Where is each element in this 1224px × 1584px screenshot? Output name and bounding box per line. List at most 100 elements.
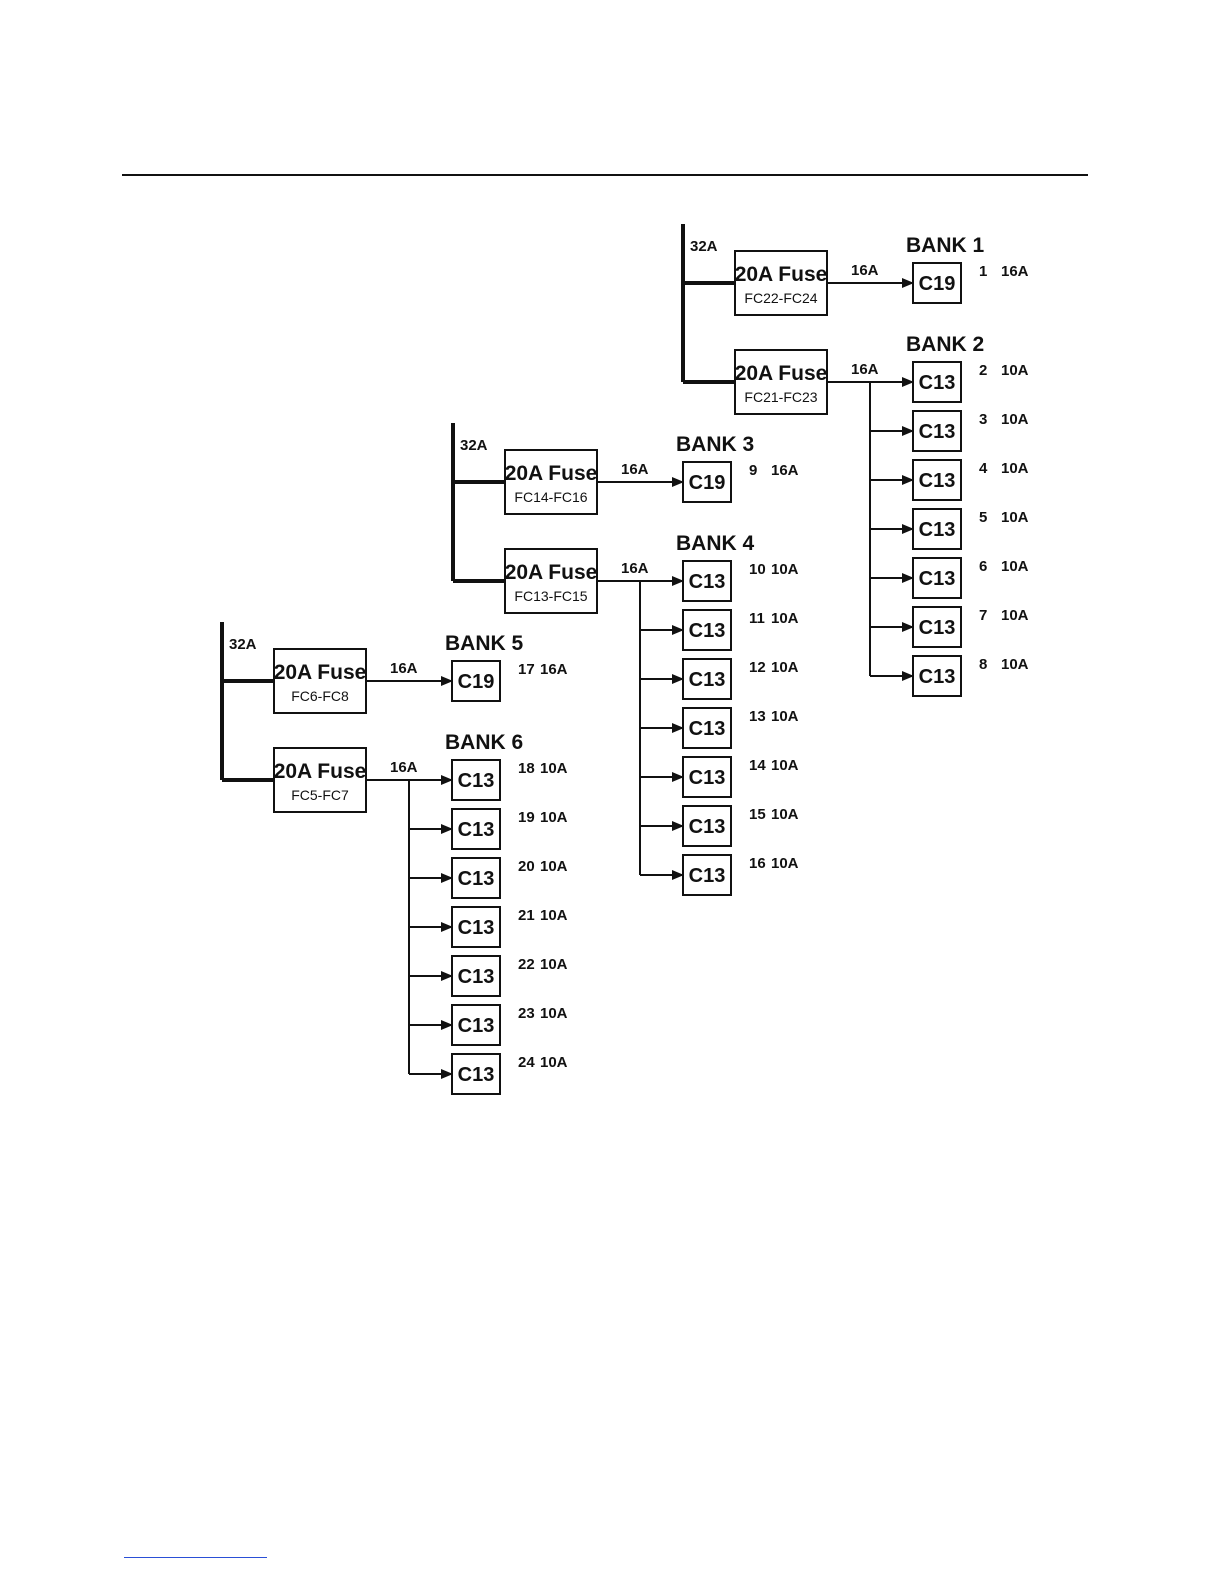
outlet-box: [682, 609, 732, 651]
outlet-rating-label: 10A: [1001, 607, 1029, 624]
input-rating-label: 32A: [690, 238, 718, 255]
outlet-box: [451, 660, 501, 702]
outlet-rating-label: 10A: [1001, 411, 1029, 428]
outlet-box: [912, 361, 962, 403]
outlet-number-label: 20: [518, 858, 535, 875]
fuse-label: 20A Fuse: [505, 462, 598, 485]
outlet-number-label: 24: [518, 1054, 535, 1071]
outlet-box: [912, 557, 962, 599]
outlet-rating-label: 10A: [540, 956, 568, 973]
outlet-box: [912, 606, 962, 648]
fuse-label: 20A Fuse: [735, 362, 828, 385]
bank-title: BANK 2: [906, 333, 984, 356]
bank-title: BANK 5: [445, 632, 523, 655]
outlet-type-label: C13: [689, 816, 726, 838]
outlet-box: [451, 1004, 501, 1046]
outlet-box: [912, 262, 962, 304]
outlet-number-label: 18: [518, 760, 535, 777]
outlet-type-label: C13: [919, 568, 956, 590]
outlet-box: [451, 759, 501, 801]
fuse-range-label: FC22-FC24: [744, 290, 817, 306]
footer-link-rule: [124, 1557, 267, 1558]
bank-title: BANK 6: [445, 731, 523, 754]
outlet-type-label: C13: [458, 1064, 495, 1086]
outlet-rating-label: 10A: [771, 659, 799, 676]
outlet-number-label: 21: [518, 907, 535, 924]
outlet-box: [682, 805, 732, 847]
outlet-number-label: 10: [749, 561, 766, 578]
outlet-type-label: C13: [919, 666, 956, 688]
outlet-rating-label: 16A: [540, 661, 568, 678]
outlet-type-label: C13: [458, 819, 495, 841]
outlet-number-label: 6: [979, 558, 987, 575]
outlet-number-label: 5: [979, 509, 987, 526]
outlet-type-label: C13: [458, 917, 495, 939]
outlet-rating-label: 10A: [1001, 509, 1029, 526]
fuse-label: 20A Fuse: [505, 561, 598, 584]
input-rating-label: 32A: [460, 437, 488, 454]
outlet-number-label: 23: [518, 1005, 535, 1022]
outlet-type-label: C13: [689, 767, 726, 789]
outlet-box: [451, 808, 501, 850]
bank-title: BANK 1: [906, 234, 984, 257]
fuse-box: [734, 250, 828, 316]
outlet-type-label: C13: [458, 966, 495, 988]
outlet-type-label: C13: [458, 1015, 495, 1037]
outlet-rating-label: 10A: [1001, 362, 1029, 379]
outlet-box: [682, 560, 732, 602]
outlet-box: [682, 461, 732, 503]
fuse-box: [273, 747, 367, 813]
outlet-box: [682, 707, 732, 749]
outlet-box: [451, 906, 501, 948]
outlet-rating-label: 10A: [540, 809, 568, 826]
fuse-label: 20A Fuse: [735, 263, 828, 286]
outlet-type-label: C13: [458, 770, 495, 792]
outlet-type-label: C19: [689, 472, 726, 494]
outlet-box: [682, 658, 732, 700]
fuse-range-label: FC13-FC15: [514, 588, 587, 604]
outlet-type-label: C13: [689, 865, 726, 887]
outlet-rating-label: 10A: [771, 561, 799, 578]
fuse-range-label: FC14-FC16: [514, 489, 587, 505]
fuse-range-label: FC6-FC8: [291, 688, 349, 704]
outlet-box: [912, 459, 962, 501]
outlet-rating-label: 10A: [540, 1054, 568, 1071]
outlet-type-label: C13: [919, 617, 956, 639]
outlet-rating-label: 16A: [1001, 263, 1029, 280]
outlet-number-label: 7: [979, 607, 987, 624]
fuse-label: 20A Fuse: [274, 661, 367, 684]
outlet-rating-label: 10A: [771, 708, 799, 725]
outlet-number-label: 11: [749, 610, 765, 627]
outlet-box: [682, 756, 732, 798]
outlet-number-label: 16: [749, 855, 766, 872]
outlet-rating-label: 10A: [540, 907, 568, 924]
header-rule: [122, 174, 1088, 176]
fuse-range-label: FC21-FC23: [744, 389, 817, 405]
fuse-label: 20A Fuse: [274, 760, 367, 783]
outlet-number-label: 22: [518, 956, 535, 973]
fuse-box: [273, 648, 367, 714]
line-rating-label: 16A: [390, 759, 418, 776]
outlet-type-label: C13: [689, 571, 726, 593]
outlet-rating-label: 10A: [771, 806, 799, 823]
line-rating-label: 16A: [851, 262, 879, 279]
outlet-box: [912, 508, 962, 550]
outlet-number-label: 13: [749, 708, 766, 725]
outlet-box: [451, 857, 501, 899]
outlet-rating-label: 10A: [540, 1005, 568, 1022]
outlet-rating-label: 10A: [771, 855, 799, 872]
outlet-rating-label: 10A: [1001, 460, 1029, 477]
outlet-rating-label: 10A: [1001, 558, 1029, 575]
outlet-number-label: 17: [518, 661, 535, 678]
outlet-number-label: 8: [979, 656, 987, 673]
outlet-rating-label: 16A: [771, 462, 799, 479]
outlet-box: [912, 655, 962, 697]
outlet-box: [451, 1053, 501, 1095]
outlet-number-label: 19: [518, 809, 535, 826]
outlet-rating-label: 10A: [771, 757, 799, 774]
outlet-box: [682, 854, 732, 896]
input-rating-label: 32A: [229, 636, 257, 653]
outlet-box: [912, 410, 962, 452]
outlet-number-label: 2: [979, 362, 987, 379]
